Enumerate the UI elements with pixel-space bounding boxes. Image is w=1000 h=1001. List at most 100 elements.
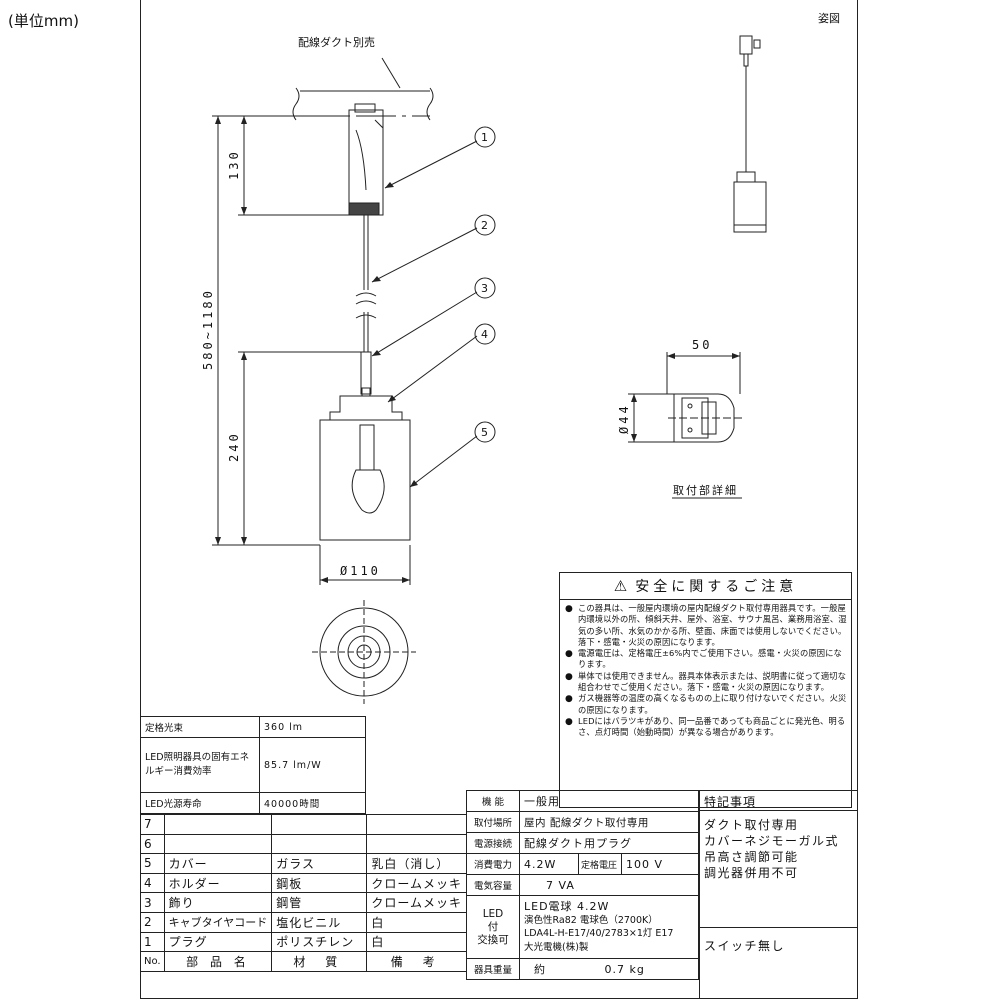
parts-header-row: No. 部 品 名 材 質 備 考	[140, 951, 467, 972]
leader-2	[371, 227, 478, 283]
part-material: 鋼板	[271, 872, 368, 894]
cord-break	[355, 292, 377, 305]
mount-detail-body	[673, 393, 735, 443]
drawing-frame	[140, 0, 858, 999]
leader-4	[387, 335, 478, 403]
plug-top	[354, 103, 376, 113]
callout-circle-5	[474, 421, 496, 443]
part-note: 乳白（消し）	[366, 853, 467, 874]
caution-item: ●ガス機器等の温度の高くなるものの上に取り付けないでください。火災の原因になりま…	[565, 693, 847, 715]
callout-5: 5	[481, 426, 488, 439]
caution-item: ●LEDにはバラツキがあり、同一品番であっても商品ごとに発光色、明るさ、点灯時間…	[565, 715, 846, 738]
table-row: 機 能 一般用	[466, 790, 699, 812]
spec-label: LED照明器具の固有エネルギー消費効率	[140, 737, 260, 793]
dimension-130: 130	[227, 149, 241, 180]
spec-value: 85.7 lm/W	[259, 737, 366, 793]
table-row: LED 付 交換可 LED電球 4.2W 演色性Ra82 電球色（2700K） …	[466, 895, 699, 959]
dimension-44: Ø44	[617, 403, 631, 434]
deco-pipe	[360, 351, 372, 395]
header-material: 材 質	[271, 951, 368, 972]
mount-value: 屋内 配線ダクト取付専用	[519, 811, 699, 833]
safety-caution-box: ⚠ 安全に関するご注意 ●この器具は、一般屋内環境の屋内配線ダクト取付専用器具で…	[559, 572, 852, 808]
view-label: 姿図	[818, 12, 840, 25]
view-cover	[733, 181, 767, 233]
part-note	[366, 833, 467, 855]
part-note: 白	[366, 911, 467, 933]
table-row: 6	[140, 833, 467, 855]
weight-label: 器具重量	[466, 958, 520, 980]
part-material: 塩化ビニル	[271, 911, 368, 933]
table-row: 7	[140, 814, 467, 835]
callout-1: 1	[481, 131, 488, 144]
caution-item: ●単体では使用できません。器具本体表示または、説明書に従って適切な組合わせでご使…	[565, 670, 847, 693]
caution-item: ●電源電圧は、定格電圧±6%内でご使用下さい。感電・火災の原因になります。	[565, 648, 842, 670]
callout-circle-3	[474, 277, 496, 299]
part-note: クロームメッキ	[366, 872, 467, 894]
part-no: 2	[140, 911, 165, 933]
callout-circle-4	[474, 323, 496, 345]
mount-detail-label: 取付部詳細	[673, 483, 738, 497]
mount-label: 取付場所	[466, 811, 520, 833]
bullet-icon: ●	[565, 604, 573, 614]
spec-label: LED光源寿命	[140, 792, 260, 814]
capacity-value: 7 VA	[519, 874, 699, 896]
function-label: 機 能	[466, 790, 520, 812]
part-name	[163, 814, 273, 835]
special-notes-title: 特記事項	[700, 791, 858, 811]
table-row: 器具重量 約 0.7 kg	[466, 958, 699, 980]
table-row: 定格光束 360 lm	[140, 716, 366, 738]
special-note-line: ダクト取付専用	[704, 818, 799, 832]
plug-body	[348, 109, 384, 216]
part-no: 4	[140, 872, 165, 894]
warning-triangle-icon: ⚠	[613, 577, 632, 595]
special-note-line: 吊高さ調節可能	[704, 850, 799, 864]
led-lamp-value: LED電球 4.2W 演色性Ra82 電球色（2700K） LDA4L-H-E1…	[519, 895, 699, 959]
weight-value: 約 0.7 kg	[519, 958, 699, 980]
plug-inner	[355, 129, 367, 191]
dimension-240: 240	[227, 431, 241, 462]
switch-note: スイッチ無し	[704, 939, 786, 953]
special-note-line: カバーネジモーガル式	[704, 834, 840, 848]
leader-1	[384, 140, 478, 189]
part-no: 6	[140, 833, 165, 855]
voltage-label: 定格電圧	[578, 853, 622, 875]
spec-value: 40000時間	[259, 792, 366, 814]
break-left	[292, 87, 300, 121]
break-right	[426, 87, 434, 121]
part-material: 鋼管	[271, 892, 368, 913]
part-name: プラグ	[163, 931, 273, 953]
caution-item: ●この器具は、一般屋内環境の屋内配線ダクト取付専用器具です。一般屋内環境以外の所…	[565, 603, 847, 647]
socket	[359, 424, 375, 471]
callout-4: 4	[481, 328, 488, 341]
part-name: 飾り	[163, 892, 273, 913]
part-name: カバー	[163, 853, 273, 874]
plug-base	[348, 202, 380, 216]
part-material: ガラス	[271, 853, 368, 874]
table-row: 電気容量 7 VA	[466, 874, 699, 896]
spec-value: 360 lm	[259, 716, 366, 738]
spec-table: 定格光束 360 lm LED照明器具の固有エネルギー消費効率 85.7 lm/…	[140, 716, 366, 814]
part-material: ポリスチレン	[271, 931, 368, 953]
cord-break-2	[355, 314, 377, 319]
power-connection-label: 電源接続	[466, 832, 520, 854]
table-row: 消費電力 4.2W 定格電圧 100 V	[466, 853, 699, 875]
special-notes: 特記事項 ダクト取付専用 カバーネジモーガル式 吊高さ調節可能 調光器併用不可 …	[699, 790, 858, 999]
table-row: 電源接続 配線ダクト用プラグ	[466, 832, 699, 854]
power-connection-value: 配線ダクト用プラグ	[519, 832, 699, 854]
table-row: LED光源寿命 40000時間	[140, 792, 366, 814]
header-no: No.	[140, 951, 165, 972]
part-no: 7	[140, 814, 165, 835]
callout-circle-1	[474, 126, 496, 148]
voltage-value: 100 V	[621, 853, 699, 875]
view-plug	[739, 35, 753, 55]
caution-list: ●この器具は、一般屋内環境の屋内配線ダクト取付専用器具です。一般屋内環境以外の所…	[560, 600, 851, 739]
part-material	[271, 833, 368, 855]
header-name: 部 品 名	[163, 951, 273, 972]
callout-circle-2	[474, 214, 496, 236]
dimension-50: 50	[692, 338, 712, 352]
caution-title: 安全に関するご注意	[635, 579, 798, 595]
